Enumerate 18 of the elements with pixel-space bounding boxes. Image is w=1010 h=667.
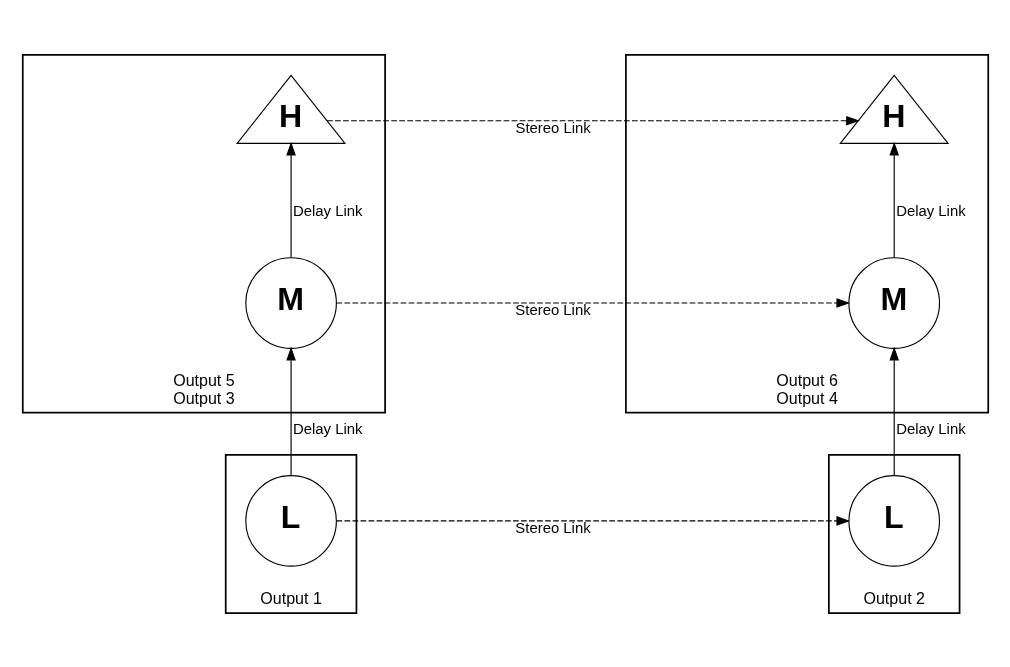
node-circle: M	[244, 256, 337, 349]
node-circle: L	[244, 474, 337, 567]
arrow	[325, 115, 860, 126]
edge-label: Stereo Link	[515, 119, 591, 136]
node-circle: M	[847, 256, 940, 349]
arrow	[285, 346, 296, 476]
arrow	[888, 346, 899, 476]
edge-label: Delay Link	[895, 420, 966, 437]
edge-label: Stereo Link	[514, 519, 591, 536]
arrow	[888, 141, 899, 258]
arrow	[335, 297, 850, 308]
node-circle: L	[847, 474, 940, 567]
arrow	[285, 141, 296, 258]
edge-label: Delay Link	[895, 202, 966, 219]
edge-label: Delay Link	[292, 420, 363, 437]
edge-label: Delay Link	[292, 202, 363, 219]
edge-label: Stereo Link	[514, 301, 591, 318]
arrow	[335, 515, 850, 526]
